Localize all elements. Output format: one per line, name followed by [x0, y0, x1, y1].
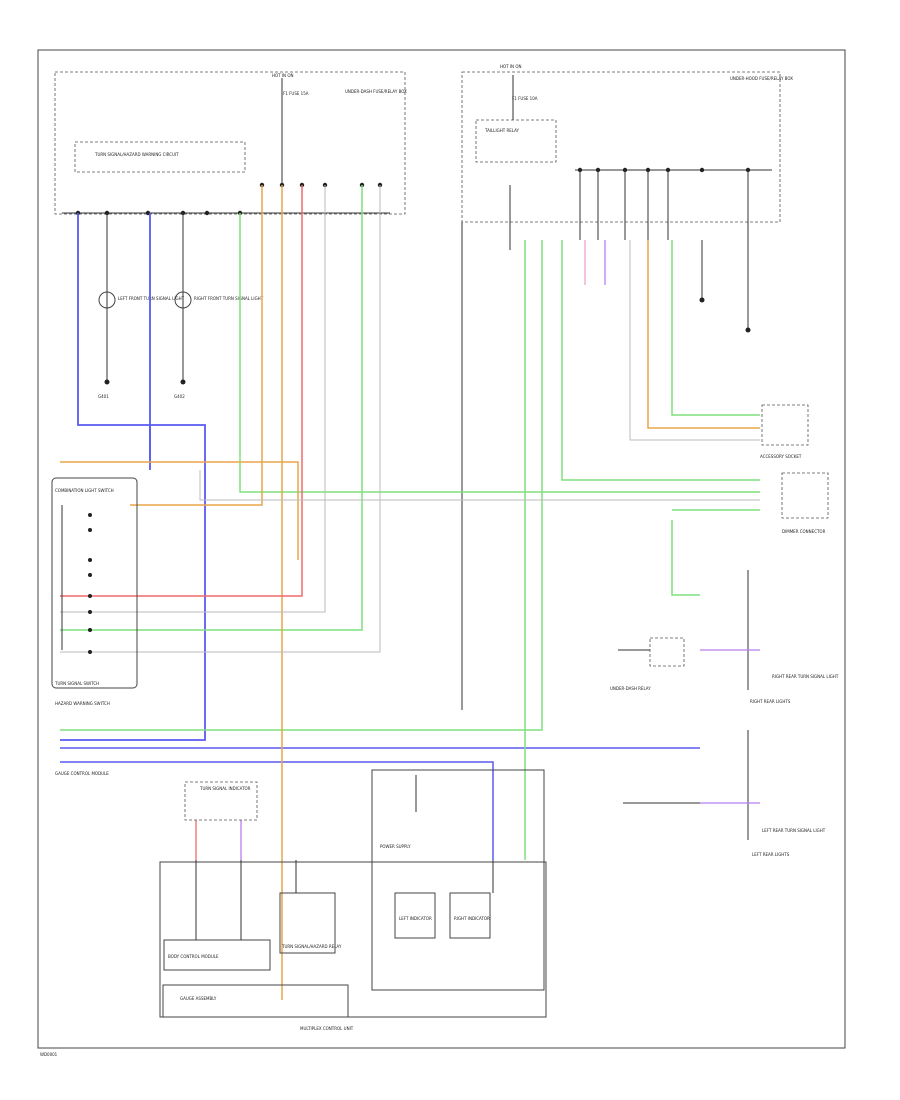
accessory-socket-box: [761, 404, 809, 446]
combination-switch-box: [51, 477, 138, 689]
left-front-turn-label: LEFT FRONT TURN SIGNAL LIGHT: [118, 296, 185, 301]
taillight-relay-label: TAILLIGHT RELAY: [484, 128, 520, 133]
taillight-relay-box: [475, 119, 557, 163]
hazard-relay-box: [279, 892, 336, 954]
wire-orange-4: [60, 461, 299, 560]
accessory-socket-label: ACCESSORY SOCKET: [760, 454, 802, 459]
fuse-label-right: F1 FUSE 10A: [512, 96, 538, 101]
fuse-left-connectors: [75, 182, 383, 216]
diagram-frame: [37, 49, 846, 1049]
under-hood-fuse-label: UNDER-HOOD FUSE/RELAY BOX: [730, 76, 793, 81]
ground-g402-label: G402: [174, 394, 185, 399]
left-indicator-label: LEFT INDICATOR: [399, 916, 432, 921]
right-rear-group-label: RIGHT REAR LIGHTS: [750, 699, 791, 704]
turn-signal-circuit-box: [74, 141, 246, 173]
under-dash-relay-label: UNDER-DASH RELAY: [610, 686, 651, 691]
gauge-control-label: GAUGE CONTROL MODULE: [55, 771, 109, 776]
combination-switch-contacts: [88, 513, 92, 654]
power-supply-label: POWER SUPPLY: [380, 844, 411, 849]
turn-signal-indicator-box: [184, 781, 258, 821]
left-rear-group-label: LEFT REAR LIGHTS: [752, 852, 790, 857]
wire-gray-1: [60, 185, 326, 613]
right-rear-turn-label: RIGHT REAR TURN SIGNAL LIGHT: [772, 674, 839, 679]
wire-orange-3: [647, 240, 760, 429]
turn-signal-indicator-label: TURN SIGNAL INDICATOR: [199, 786, 251, 791]
turn-signal-circuit-label: TURN SIGNAL/HAZARD WARNING CIRCUIT: [94, 152, 179, 157]
wire-green-6: [671, 240, 760, 416]
under-hood-fuse-box: [461, 71, 781, 223]
right-front-bulb: [174, 291, 192, 309]
right-fuse-drops: [461, 170, 749, 710]
footer-code: WD0001: [40, 1052, 58, 1057]
ground-g401-label: G401: [98, 394, 109, 399]
body-control-box: [163, 939, 271, 971]
dimmer-connector-label: DIMMER CONNECTOR: [782, 529, 826, 534]
ground-g402: [180, 379, 186, 385]
hot-label-left: HOT IN ON: [272, 73, 293, 78]
gauge-assembly-label: GAUGE ASSEMBLY: [180, 996, 217, 1001]
wire-green-2: [60, 185, 363, 631]
ground-dot-right-a: [699, 297, 705, 303]
ground-g401: [104, 379, 110, 385]
wire-blue-3: [60, 761, 494, 860]
wire-green-8: [671, 520, 700, 596]
under-dash-fuse-box: [54, 71, 406, 215]
indicator-right-box: [449, 892, 491, 939]
hot-label-right: HOT IN ON: [500, 64, 521, 69]
left-front-bulb: [98, 291, 116, 309]
wire-green-3: [60, 240, 543, 731]
under-dash-fuse-label: UNDER-DASH FUSE/RELAY BOX: [345, 89, 407, 94]
wire-gray-2: [60, 185, 381, 653]
body-control-label: BODY CONTROL MODULE: [168, 954, 219, 959]
left-rear-turn-label: LEFT REAR TURN SIGNAL LIGHT: [762, 828, 826, 833]
multiplex-outer-box: [159, 861, 547, 1018]
turn-signal-switch-label: TURN SIGNAL SWITCH: [54, 681, 99, 686]
ground-dot-right-b: [745, 327, 751, 333]
hazard-relay-label: TURN SIGNAL/HAZARD RELAY: [281, 944, 342, 949]
gauge-assembly-box: [162, 984, 349, 1018]
wire-gray-4: [199, 470, 760, 501]
wire-green-4: [561, 240, 760, 481]
wire-red-1: [60, 185, 303, 597]
wire-orange-1: [130, 185, 263, 506]
wire-gray-3: [629, 240, 760, 441]
under-dash-relay-box: [649, 637, 685, 667]
right-front-turn-label: RIGHT FRONT TURN SIGNAL LIGHT: [194, 296, 264, 301]
multiplex-label: MULTIPLEX CONTROL UNIT: [300, 1026, 354, 1031]
dimmer-connector-box: [781, 472, 829, 519]
right-indicator-label: RIGHT INDICATOR: [454, 916, 490, 921]
wire-green-1: [239, 213, 760, 493]
fuse-label-left: F1 FUSE 15A: [283, 91, 309, 96]
indicator-left-box: [394, 892, 436, 939]
combination-switch-label: COMBINATION LIGHT SWITCH: [55, 488, 114, 493]
power-supply-box: [371, 769, 545, 991]
hazard-switch-label: HAZARD WARNING SWITCH: [55, 701, 110, 706]
